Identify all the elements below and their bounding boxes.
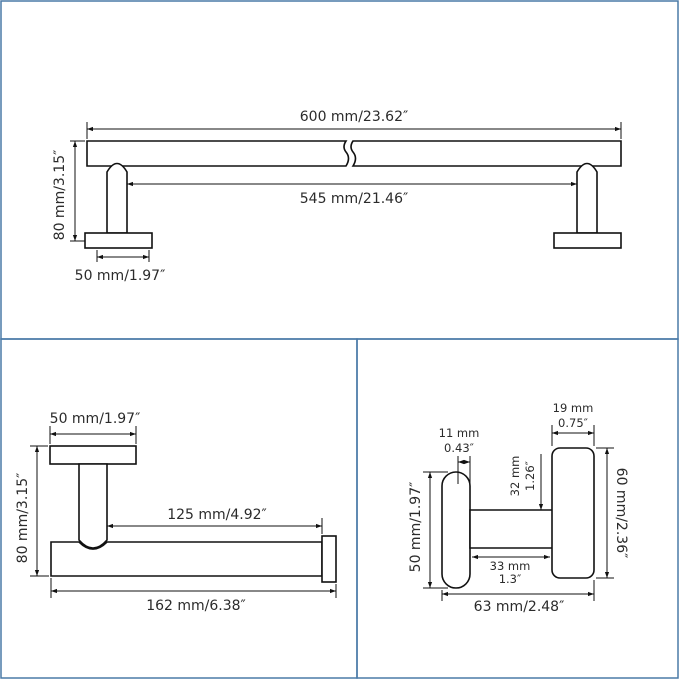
- hook-wall-plate: [441, 471, 471, 589]
- label-arm-length-mm: 33 mm: [490, 559, 531, 573]
- break-mark: [343, 140, 349, 167]
- break-mark: [350, 140, 356, 167]
- towel-bar-right-base: [553, 232, 622, 249]
- label-arm-length: 125 mm/4.92″: [167, 507, 267, 523]
- label-arm-length-in: 1.3″: [499, 572, 522, 586]
- paper-holder-end-cap: [321, 535, 337, 583]
- towel-bar-rail: [86, 140, 350, 167]
- label-base-width: 50 mm/1.97″: [75, 268, 166, 284]
- frame-towel-bar: [0, 0, 679, 340]
- towel-bar-left-post: [106, 162, 128, 234]
- label-post-width-mm: 19 mm: [553, 401, 594, 415]
- label-total-depth: 63 mm/2.48″: [474, 599, 565, 615]
- towel-bar-left-base: [84, 232, 153, 249]
- label-plate-height: 50 mm/1.97″: [408, 482, 424, 573]
- label-plate-thickness-in: 0.43″: [444, 441, 475, 455]
- towel-bar-drawing: 600 mm/23.62″ 545 mm/21.46″ 80 mm/3.15″ …: [52, 109, 622, 284]
- towel-bar-right-post: [576, 162, 598, 234]
- label-plate-thickness-mm: 11 mm: [439, 426, 480, 440]
- paper-holder-drawing: 50 mm/1.97″ 80 mm/3.15″ 125 mm/4.92″ 162…: [15, 411, 337, 614]
- label-height: 80 mm/3.15″: [15, 473, 31, 564]
- label-inner-length: 545 mm/21.46″: [300, 191, 408, 207]
- hook-post: [551, 447, 595, 579]
- label-total-length: 600 mm/23.62″: [300, 109, 408, 125]
- label-post-height: 60 mm/2.36″: [613, 468, 629, 559]
- paper-holder-post: [78, 463, 108, 549]
- label-arm-height-mm: 32 mm: [508, 456, 522, 497]
- hook-arm: [469, 509, 559, 549]
- hook-drawing: 19 mm 0.75″ 11 mm 0.43″ 32 mm 1.26″ 50 m…: [408, 401, 629, 615]
- frame-hook: [356, 338, 679, 679]
- label-base-width: 50 mm/1.97″: [50, 411, 141, 427]
- label-total-length: 162 mm/6.38″: [146, 598, 246, 614]
- towel-bar-rail-right: [350, 140, 622, 167]
- label-height: 80 mm/3.15″: [52, 150, 68, 241]
- paper-holder-base-plate: [49, 445, 137, 465]
- label-post-width-in: 0.75″: [558, 416, 589, 430]
- label-arm-height-in: 1.26″: [523, 460, 537, 491]
